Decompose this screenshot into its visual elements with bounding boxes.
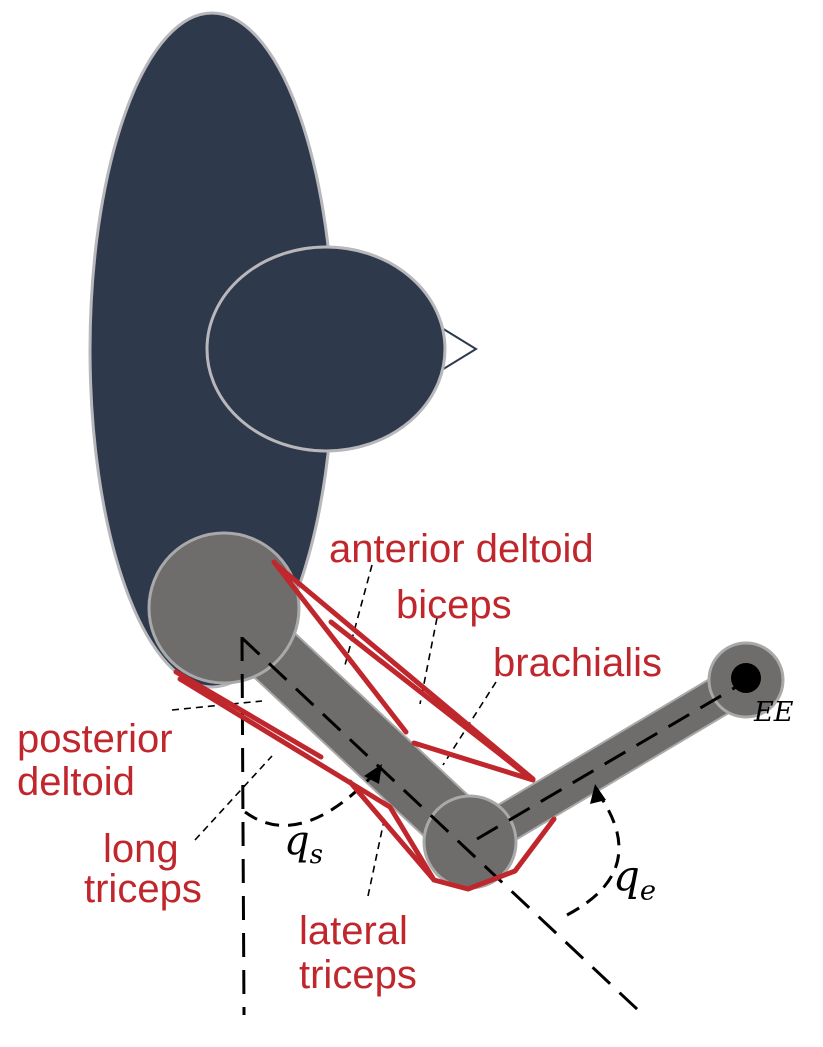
upper-arm-axis — [240, 636, 640, 1012]
lateral-triceps-muscle — [347, 779, 437, 883]
shoulder-vertical-reference — [240, 636, 246, 1016]
head — [205, 245, 447, 453]
label-long-triceps-line2: triceps — [84, 867, 202, 911]
forearm-axis — [476, 678, 749, 841]
anterior-deltoid-leader — [344, 564, 373, 666]
anterior-deltoid-muscle — [271, 559, 409, 735]
elbow-angle-label: qe — [613, 851, 656, 907]
shoulder-angle-base: q — [284, 818, 310, 864]
elbow-angle-arc — [566, 792, 621, 917]
label-posterior-deltoid-line1: posterior — [17, 717, 173, 761]
posterior-deltoid-muscle — [173, 669, 324, 760]
label-brachialis: brachialis — [493, 641, 662, 685]
posterior-deltoid-leader — [171, 700, 263, 711]
biceps-muscle — [275, 563, 536, 782]
shoulder-angle-label: qs — [284, 818, 323, 870]
shoulder-angle-arrowhead — [364, 764, 382, 784]
label-anterior-deltoid: anterior deltoid — [329, 527, 594, 571]
brachialis-muscle — [328, 619, 536, 783]
muscles — [173, 559, 557, 892]
reference-lines — [240, 636, 749, 1016]
elbow-angle-arrowhead — [590, 784, 606, 804]
lateral-triceps-leader — [367, 815, 386, 897]
label-posterior-deltoid-line2: deltoid — [17, 760, 135, 804]
label-lateral-triceps-line2: triceps — [299, 953, 417, 997]
label-biceps: biceps — [396, 583, 512, 627]
shoulder-angle-sub: s — [309, 840, 323, 871]
label-long-triceps-line1: long — [103, 827, 179, 871]
end-effector-label: EE — [754, 697, 794, 728]
long-triceps-leader — [194, 755, 273, 841]
label-lateral-triceps-line1: lateral — [299, 909, 408, 953]
elbow-angle-sub: e — [639, 875, 657, 907]
elbow-angle-base: q — [613, 851, 640, 900]
shoulder-joint — [147, 531, 301, 685]
